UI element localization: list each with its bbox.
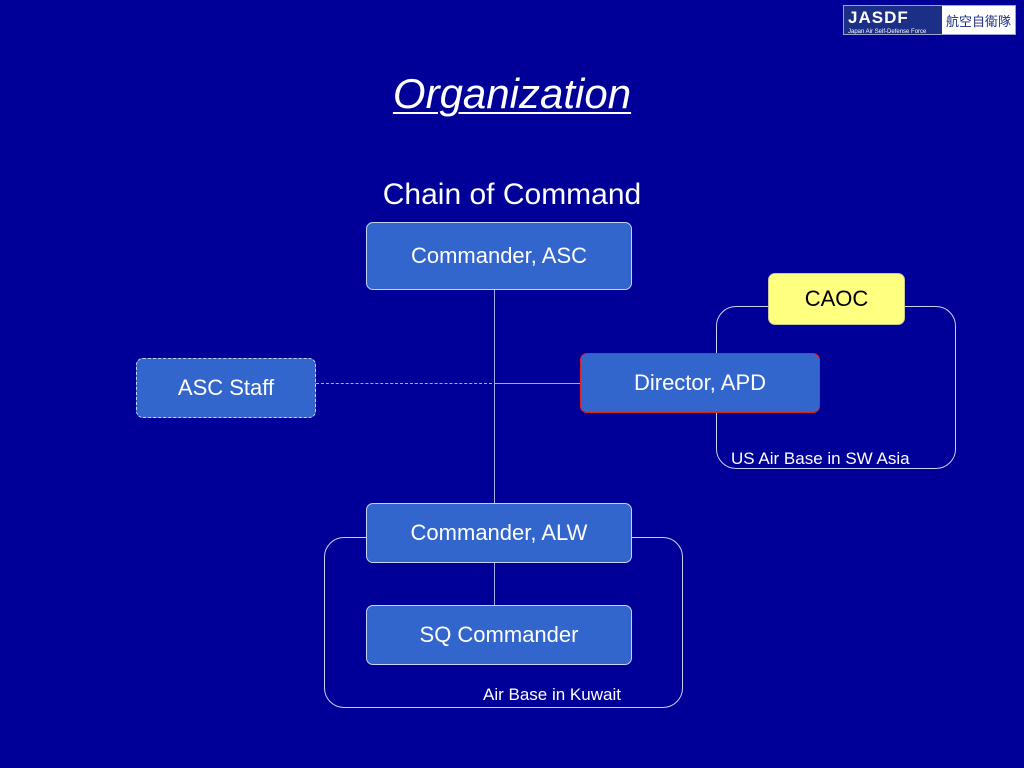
jasdf-logo: JASDF Japan Air Self-Defense Force 航空自衛隊 (843, 5, 1016, 35)
logo-text: JASDF (848, 8, 909, 27)
connector-to-director (494, 383, 580, 384)
node-commander-alw: Commander, ALW (366, 503, 632, 563)
region-label-kuwait: Air Base in Kuwait (483, 685, 621, 704)
node-commander-asc: Commander, ASC (366, 222, 632, 290)
node-sq-commander: SQ Commander (366, 605, 632, 665)
region-label-sw-asia: US Air Base in SW Asia (731, 449, 910, 468)
chart-subtitle: Chain of Command (382, 178, 642, 211)
logo-subtext: Japan Air Self-Defense Force (848, 29, 927, 35)
node-caoc: CAOC (768, 273, 905, 325)
logo-kanji: 航空自衛隊 (946, 14, 1011, 30)
connector-alw-sq (494, 563, 495, 605)
node-asc-staff: ASC Staff (136, 358, 316, 418)
page-title: Organization (392, 70, 632, 117)
connector-to-staff (316, 383, 492, 384)
connector-vertical-main (494, 290, 495, 503)
node-director-apd: Director, APD (580, 353, 820, 413)
